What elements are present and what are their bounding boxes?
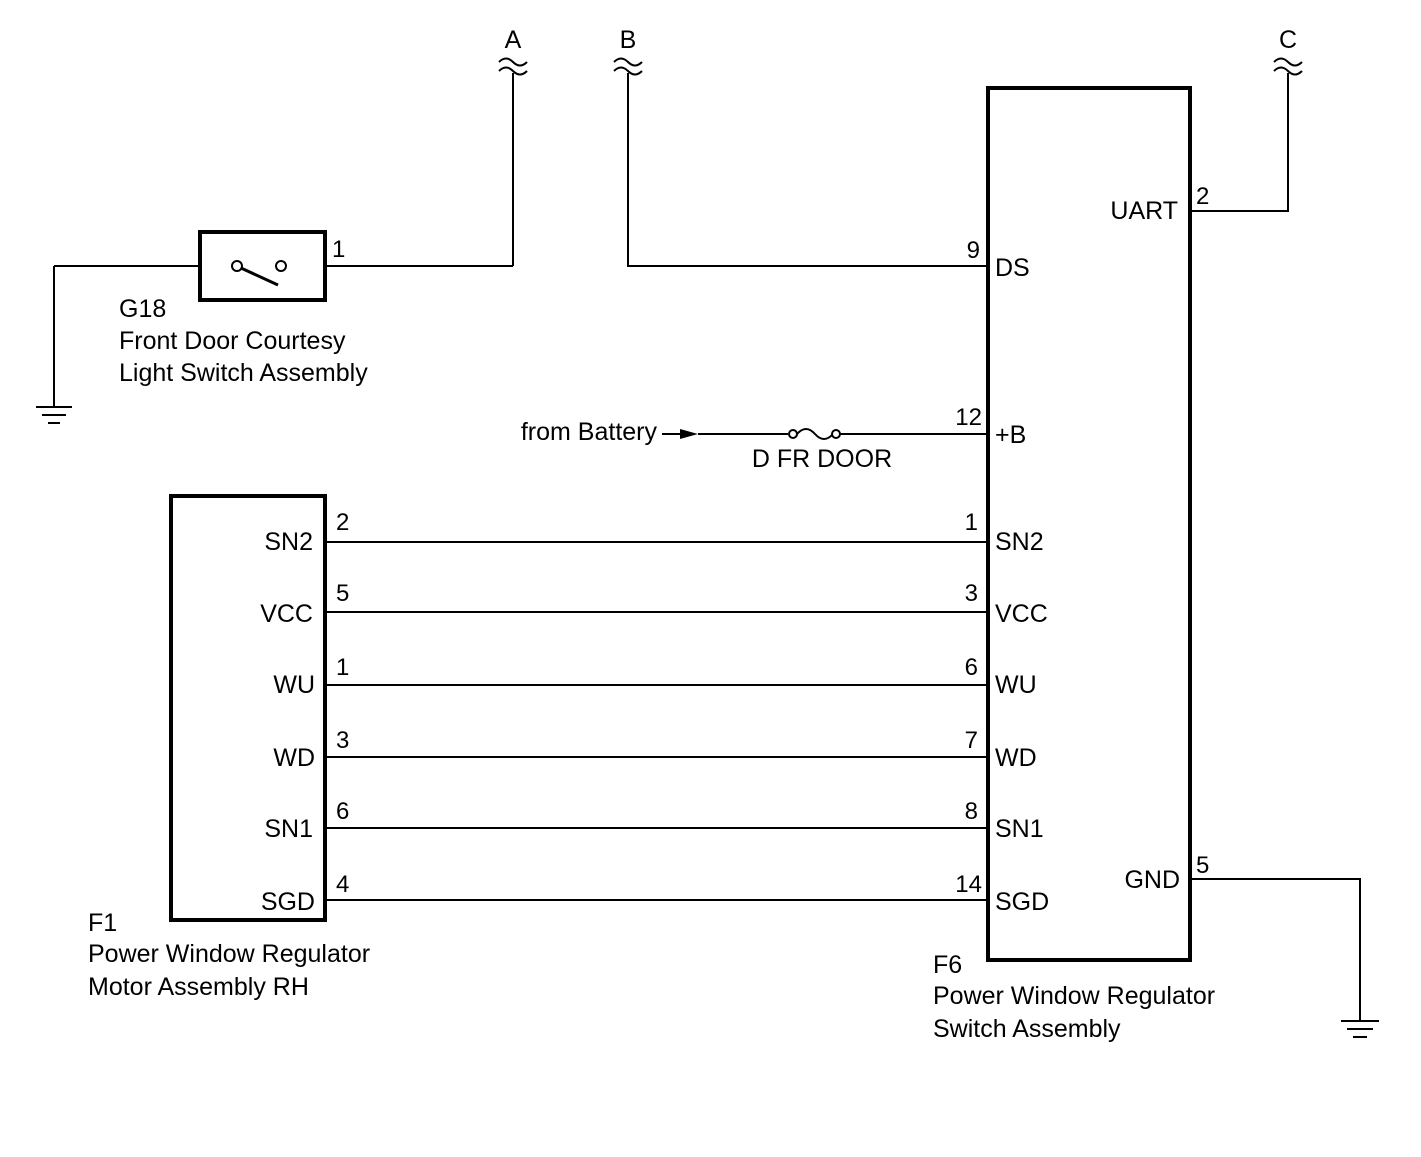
wire-f6-ground — [1190, 878, 1361, 1020]
f6-terminal-name: SN1 — [995, 815, 1044, 843]
f1-terminal-name: SGD — [261, 888, 315, 916]
f1-terminal-name: SN2 — [264, 528, 313, 556]
f1-terminal-name: VCC — [260, 600, 313, 628]
f6-gnd-name: GND — [1124, 866, 1180, 894]
arrow-right-icon — [680, 429, 698, 439]
switch-lever-icon — [240, 266, 279, 287]
f6-terminal-name: WU — [995, 671, 1037, 699]
connector-a: A — [498, 26, 528, 266]
f1-name-line2: Motor Assembly RH — [88, 973, 309, 1001]
f1-terminal-pin: 6 — [336, 798, 349, 825]
connector-b-label: B — [620, 26, 637, 54]
f6-name-line2: Switch Assembly — [933, 1015, 1121, 1043]
f6-ds-pin: 9 — [967, 237, 980, 264]
switch-contact-icon — [231, 260, 243, 272]
connector-a-label: A — [505, 26, 522, 54]
ground-icon — [1341, 1020, 1379, 1038]
f1-terminal-name: WD — [273, 744, 315, 772]
f1-motor: F1 Power Window Regulator Motor Assembly… — [88, 494, 370, 1001]
f6-terminal-pin: 14 — [955, 871, 982, 898]
fuse-icon — [796, 428, 834, 440]
f1-terminal-name: WU — [273, 671, 315, 699]
g18-code: G18 — [119, 295, 166, 323]
switch-contact-icon — [275, 260, 287, 272]
f6-terminal-pin: 3 — [965, 580, 978, 607]
g18-pin: 1 — [332, 236, 345, 263]
g18-body — [198, 230, 327, 302]
signal-row-5: SGD 4 14 SGD — [261, 871, 1049, 916]
ground-icon — [36, 406, 72, 424]
f6-b-name: +B — [995, 421, 1026, 449]
f6-ds-name: DS — [995, 254, 1030, 282]
f6-gnd-pin: 5 — [1196, 852, 1209, 879]
wire-b-ds — [627, 73, 988, 267]
f6-terminal-pin: 1 — [965, 509, 978, 536]
f1-terminal-name: SN1 — [264, 815, 313, 843]
f1-code: F1 — [88, 909, 117, 937]
fuse-terminal-icon — [831, 429, 841, 439]
g18-name-line1: Front Door Courtesy — [119, 327, 346, 355]
f6-code: F6 — [933, 951, 962, 979]
fuse-terminal-icon — [788, 429, 798, 439]
battery-label: from Battery — [521, 418, 658, 446]
g18-name-line2: Light Switch Assembly — [119, 359, 368, 387]
fuse-label: D FR DOOR — [752, 445, 892, 473]
connector-b: B — [613, 26, 988, 267]
f6-uart-name: UART — [1110, 197, 1178, 225]
f6-terminal-name: SN2 — [995, 528, 1044, 556]
f1-name-line1: Power Window Regulator — [88, 940, 370, 968]
f1-terminal-pin: 3 — [336, 727, 349, 754]
f6-b-pin: 12 — [955, 404, 982, 431]
f6-terminal-name: WD — [995, 744, 1037, 772]
f6-terminal-name: SGD — [995, 888, 1049, 916]
f1-terminal-pin: 5 — [336, 580, 349, 607]
f6-terminal-name: VCC — [995, 600, 1048, 628]
wire-c-uart — [1190, 73, 1289, 212]
f6-uart-pin: 2 — [1196, 183, 1209, 210]
f1-terminal-pin: 2 — [336, 509, 349, 536]
f1-terminal-pin: 1 — [336, 654, 349, 681]
f1-body — [169, 494, 327, 922]
break-symbol-a — [498, 57, 528, 76]
signal-row-0: SN2 2 1 SN2 — [264, 509, 1043, 556]
f6-name-line1: Power Window Regulator — [933, 982, 1215, 1010]
connector-c: C — [1190, 26, 1303, 212]
f6-terminal-pin: 6 — [965, 654, 978, 681]
connector-c-label: C — [1279, 26, 1297, 54]
f1-terminal-pin: 4 — [336, 871, 349, 898]
break-symbol-b — [613, 57, 643, 76]
f6-terminal-pin: 7 — [965, 727, 978, 754]
break-symbol-c — [1273, 57, 1303, 76]
signal-row-2: WU 1 6 WU — [273, 654, 1036, 699]
signal-row-3: WD 3 7 WD — [273, 727, 1036, 772]
f6-switch: UART 2 DS 9 +B 12 GND 5 F6 Power Window … — [933, 86, 1361, 1043]
battery-supply: from Battery D FR DOOR — [521, 418, 988, 473]
signal-row-4: SN1 6 8 SN1 — [264, 798, 1043, 843]
signal-row-1: VCC 5 3 VCC — [260, 580, 1048, 628]
f6-terminal-pin: 8 — [965, 798, 978, 825]
f6-body — [986, 86, 1192, 962]
g18-switch: 1 G18 Front Door Courtesy Light Switch A… — [53, 230, 513, 406]
